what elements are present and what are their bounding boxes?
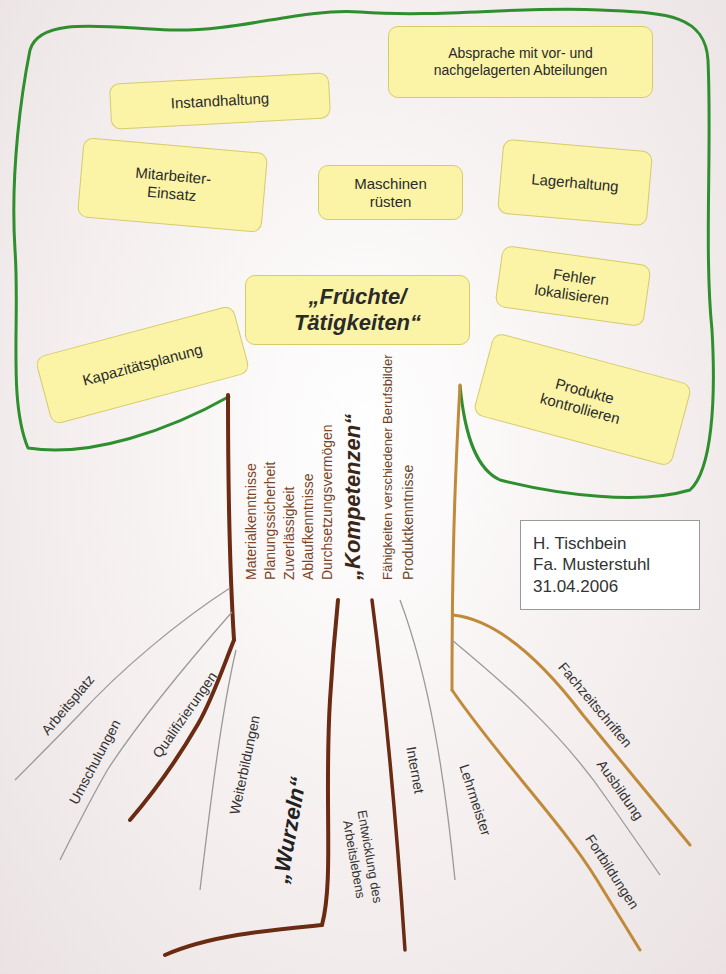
root-text: Entwicklung des Arbeitslebens <box>338 804 387 912</box>
fruit-box: Kapazitätsplanung <box>34 305 250 426</box>
root-text: Lehrmeister <box>456 762 495 837</box>
root-thick <box>130 640 234 820</box>
trunk-text: Planungssicherheit <box>262 462 279 580</box>
fruit-label: Produkte kontrollieren <box>518 366 646 433</box>
fruit-label: Kapazitätsplanung <box>81 340 205 389</box>
fruit-box: Produkte kontrollieren <box>472 332 692 467</box>
fruit-label: Fehler lokalisieren <box>517 261 629 312</box>
trunk-text: „Kompetenzen“ <box>340 414 366 580</box>
fruit-label: Instandhaltung <box>170 89 269 112</box>
fruit-box: Maschinen rüsten <box>318 165 463 220</box>
fruit-box: Lagerhaltung <box>497 139 653 227</box>
fruit-box: Mitarbeiter- Einsatz <box>77 137 268 233</box>
root-thick <box>165 600 338 955</box>
trunk-left <box>228 395 234 640</box>
trunk-text: Durchsetzungsvermögen <box>319 424 336 580</box>
author-line: 31.04.2006 <box>533 576 687 597</box>
root-light <box>453 615 690 845</box>
root-line <box>60 612 232 860</box>
root-line <box>400 600 455 880</box>
trunk-text: Fähigkeiten verschiedener Berufsbilder <box>380 355 396 580</box>
root-line <box>15 588 230 780</box>
author-box: H. TischbeinFa. Musterstuhl31.04.2006 <box>520 520 700 610</box>
fruit-box: Instandhaltung <box>109 72 331 129</box>
fruit-label: Lagerhaltung <box>531 170 620 196</box>
trunk-text: Materialkenntnisse <box>243 463 260 580</box>
trunk-text: Produktkenntnisse <box>400 465 417 580</box>
author-line: H. Tischbein <box>533 533 687 554</box>
fruit-box: Fehler lokalisieren <box>494 245 651 327</box>
trunk-right <box>452 385 460 690</box>
fruit-label: Mitarbeiter- Einsatz <box>120 163 226 208</box>
trunk-text: Ablaufkenntnisse <box>300 473 317 580</box>
fruit-box: Absprache mit vor- und nachgelagerten Ab… <box>388 26 653 98</box>
root-text: „Wurzeln“ <box>268 775 313 885</box>
trunk-text: Zuverlässigkeit <box>281 487 298 580</box>
fruit-label: Maschinen rüsten <box>344 175 437 211</box>
root-text: Weiterbildungen <box>226 714 263 816</box>
root-text: Fachzeitschriften <box>555 659 636 751</box>
title-box: „Früchte/ Tätigkeiten“ <box>245 275 470 345</box>
fruit-label: „Früchte/ Tätigkeiten“ <box>266 284 449 337</box>
fruit-label: Absprache mit vor- und nachgelagerten Ab… <box>429 45 612 79</box>
root-text: Internet <box>403 745 428 795</box>
root-line <box>452 640 660 875</box>
author-line: Fa. Musterstuhl <box>533 554 687 575</box>
